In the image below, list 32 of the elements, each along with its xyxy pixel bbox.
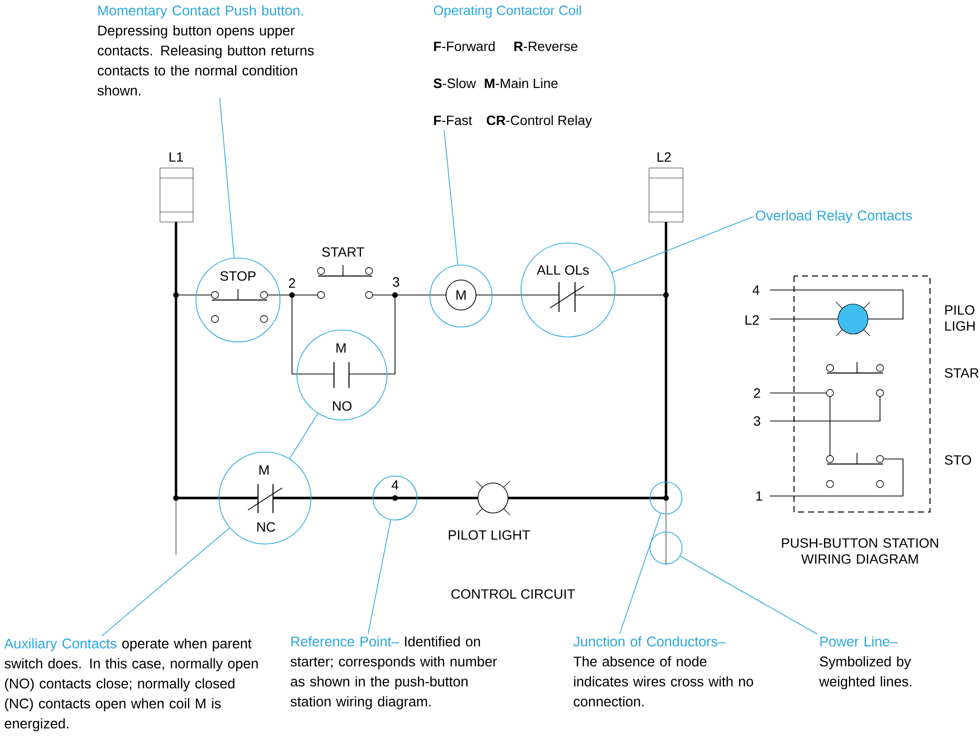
leader-line: [444, 130, 458, 266]
leader-line: [680, 556, 818, 634]
leader-line: [612, 216, 754, 273]
callout-text: Momentary Contact Push button. Depressing button opens upper contacts. Releasing button returns contacts to the normal condition shown.: [98, 5, 314, 96]
callout-text: Overload Relay Contacts: [756, 210, 912, 224]
line-label: L2: [658, 152, 671, 162]
component-label: STO: [944, 455, 972, 465]
leader-line: [219, 97, 235, 258]
wire-number: 4: [752, 285, 760, 295]
leader-line: [619, 513, 662, 634]
wire-number: 1: [756, 491, 762, 501]
callout-text: Power Line– Symbolized by weighted lines.: [819, 636, 912, 690]
line-label: L1: [170, 152, 183, 162]
leader-line: [289, 413, 318, 460]
leader-line: [368, 520, 392, 634]
leader-line: [101, 528, 230, 636]
diagram-caption: CONTROL CIRCUIT: [451, 589, 575, 599]
switch-label: START: [322, 247, 364, 257]
callout-circle: [650, 482, 682, 514]
diagram-caption: PUSH-BUTTON STATION WIRING DIAGRAM: [782, 538, 938, 564]
callout-text: Junction of Conductors– The absence of node indicates wires cross with no connection.: [573, 636, 754, 706]
wire-number: 3: [392, 277, 400, 287]
wire-number: 3: [754, 416, 760, 426]
component-label: STAR: [944, 368, 979, 378]
component-label: PILOT LIGHT: [448, 530, 530, 540]
callout-text: Operating Contactor Coil F-Forward R-Reverse S-Slow M-Main Line F-Fast CR-Control Relay: [434, 5, 592, 128]
component-label: PILO LIGH: [945, 305, 975, 331]
line-label: L2: [746, 315, 759, 325]
callout-text: Reference Point– Identified on starter; corresponds with number as shown in the push-button station wiring diagram.: [290, 636, 497, 710]
callout-text: Auxiliary Contacts operate when parent switch does. In this case, normally open (NO) contacts close; normally closed (NC) contacts open when coil M is energized.: [4, 638, 258, 732]
wire-number: 2: [754, 388, 760, 398]
callout-circle: [650, 532, 682, 564]
